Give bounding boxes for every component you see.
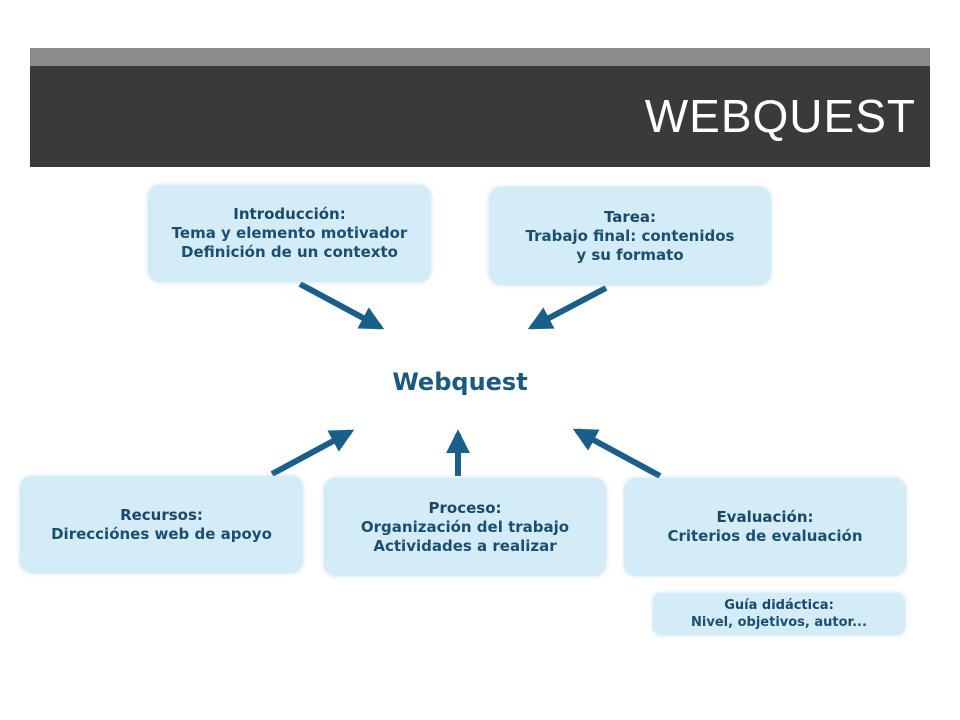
- box-recursos: Recursos: Direcciónes web de apoyo: [20, 476, 303, 573]
- title-bar: WEBQUEST: [30, 66, 930, 167]
- box-tarea-line-2: y su formato: [576, 245, 684, 264]
- box-introduccion-line-2: Definición de un contexto: [181, 243, 398, 261]
- arrow-recursos: [270, 429, 355, 477]
- box-introduccion-heading: Introducción:: [233, 205, 346, 223]
- center-webquest: Webquest: [392, 368, 528, 396]
- box-introduccion-line-1: Tema y elemento motivador: [171, 224, 408, 242]
- box-guia-didactica: Guía didáctica: Nivel, objetivos, autor.…: [653, 593, 905, 635]
- slide-title: WEBQUEST: [644, 90, 916, 142]
- box-proceso-line-2: Actividades a realizar: [373, 536, 557, 555]
- box-proceso-line-1: Organización del trabajo: [360, 517, 570, 536]
- box-evaluacion-heading: Evaluación:: [716, 508, 814, 526]
- box-tarea-heading: Tarea:: [603, 207, 657, 226]
- arrow-tarea: [527, 285, 608, 330]
- box-guia-heading: Guía didáctica:: [724, 598, 834, 613]
- box-tarea-line-1: Trabajo final: contenidos: [525, 226, 735, 245]
- box-recursos-line-1: Direcciónes web de apoyo: [51, 524, 272, 543]
- arrow-introduccion: [298, 281, 385, 330]
- box-proceso: Proceso: Organización del trabajo Activi…: [324, 478, 606, 576]
- box-introduccion: Introducción: Tema y elemento motivador …: [148, 185, 431, 282]
- box-evaluacion-line-1: Criterios de evaluación: [667, 527, 863, 545]
- box-proceso-heading: Proceso:: [428, 498, 502, 517]
- box-recursos-heading: Recursos:: [120, 505, 203, 524]
- box-evaluacion: Evaluación: Criterios de evaluación: [624, 478, 906, 576]
- box-guia-line-1: Nivel, objetivos, autor...: [691, 615, 867, 630]
- box-tarea: Tarea: Trabajo final: contenidos y su fo…: [489, 187, 771, 285]
- header-top-strip: [30, 48, 930, 66]
- arrow-evaluacion: [572, 428, 662, 479]
